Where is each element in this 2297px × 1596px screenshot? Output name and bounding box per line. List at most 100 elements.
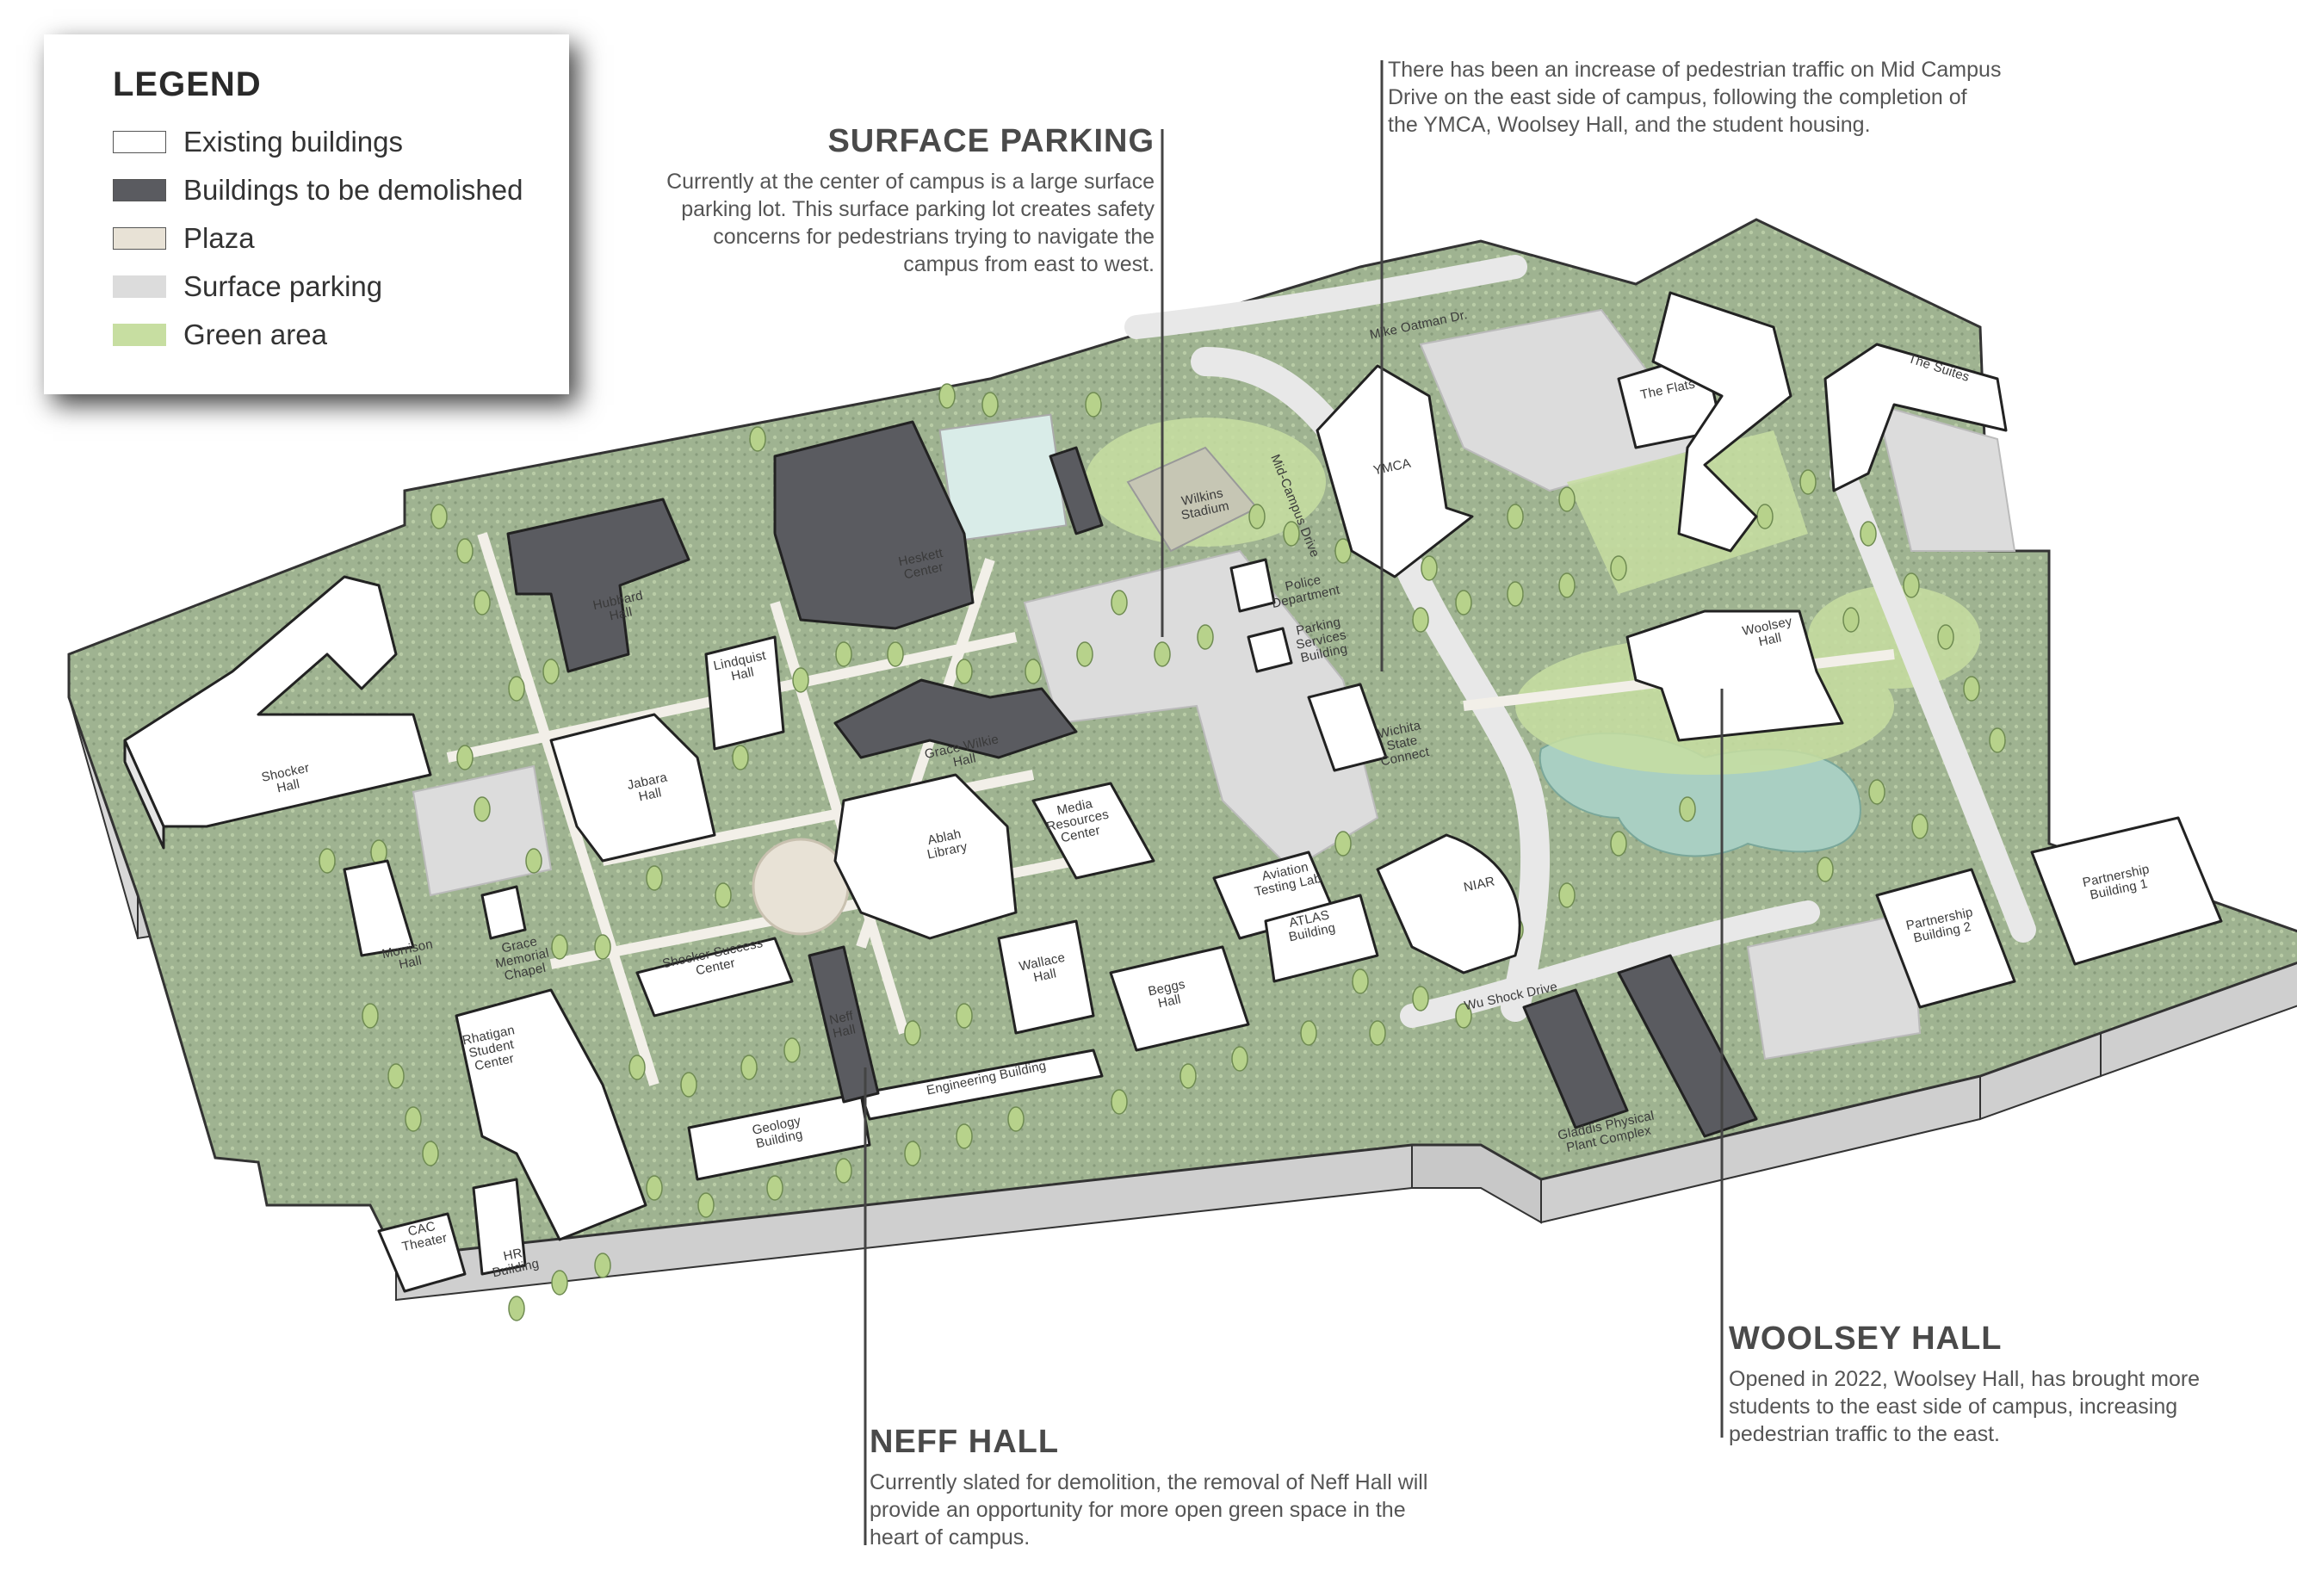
woolsey-hall [1625,609,1844,742]
tree [938,383,956,409]
tree [508,1296,525,1321]
tree [430,504,448,529]
hubbard-hall [506,498,690,673]
callout-woolsey-hall-title: WOOLSEY HALL [1729,1321,2003,1357]
atlas-building [1264,894,1379,983]
tree [740,1055,758,1080]
tree [1558,486,1576,512]
heskett-center [773,420,975,630]
tree [1007,1106,1025,1132]
tree [1085,392,1102,418]
tree [387,1063,405,1089]
tree [1507,581,1524,607]
tree [1352,968,1369,994]
tree [732,745,749,770]
tree [594,1253,611,1278]
tree [749,426,766,452]
tree [1369,1020,1386,1046]
tree [474,590,491,616]
tree [1911,813,1929,839]
tree [1231,1046,1248,1072]
legend-title: LEGEND [113,65,262,103]
tree [981,392,999,418]
tree [1025,659,1042,684]
shocker-hall [123,575,432,828]
gladdis-physical-plant [1522,988,1629,1129]
trees [319,383,2006,1321]
police-department [1229,558,1276,613]
tree [1610,555,1627,581]
tree [525,848,542,874]
tree [1989,727,2006,753]
tree [956,1003,973,1029]
tree [1903,572,1920,598]
wallace-hall [997,919,1095,1035]
tree [646,865,663,891]
wilkins-stadium-stands [1049,446,1104,535]
tree [319,848,336,874]
niar [1376,833,1521,974]
tree [1860,521,1877,547]
tree [1507,504,1524,529]
tree [594,934,611,960]
tree [1412,607,1429,633]
tree [1558,882,1576,908]
tree [1610,831,1627,857]
grace-memorial-chapel [480,885,527,940]
partnership-building-1 [2030,816,2223,966]
the-suites [1823,343,2008,492]
tree [1937,624,1954,650]
swatch-existing [113,131,166,153]
ymca [1316,364,1474,578]
tree [1842,607,1860,633]
legend: LEGEND Existing buildings Buildings to b… [44,34,569,394]
tree [1076,641,1093,667]
geology-building [687,1092,871,1181]
tree [887,641,904,667]
tree [474,796,491,822]
wichita-state-connect [1307,683,1388,772]
hr-building [472,1178,527,1276]
tree [956,1123,973,1149]
tree [362,1003,379,1029]
callout-surface-parking-body: Currently at the center of campus is a l… [666,170,1155,276]
swatch-green [113,324,166,346]
tree [405,1106,422,1132]
central-plaza [752,838,850,936]
rhatigan-student-center [455,988,647,1241]
engineering-building [859,1049,1104,1121]
surface-parking-areas [412,308,2016,1061]
legend-label: Existing buildings [183,126,403,158]
tree [1300,1020,1317,1046]
tree [1111,590,1128,616]
tree [1868,779,1885,805]
tree [904,1020,921,1046]
the-flats-tower [1651,291,1792,553]
callout-neff-hall-body: Currently slated for demolition, the rem… [870,1470,1428,1550]
legend-item-green: Green area [113,311,535,359]
tree [956,659,973,684]
tree [551,1270,568,1296]
tree [542,659,560,684]
tree [1421,555,1438,581]
legend-label: Green area [183,319,327,350]
tree [551,934,568,960]
tree [1963,676,1980,702]
tree [1756,504,1774,529]
partnership-building-2 [1875,868,2016,1009]
tree [1817,857,1834,882]
callout-neff-hall-title: NEFF HALL [870,1424,1060,1460]
tree [783,1037,801,1063]
cac-theater [377,1212,467,1293]
tree [835,641,852,667]
grace-wilkie-hall [833,678,1078,759]
tree [1455,590,1472,616]
swatch-demolish [113,179,166,201]
tree [1197,624,1214,650]
tree [904,1141,921,1166]
tree [1111,1089,1128,1115]
parking-services-building [1247,627,1293,673]
tree [628,1055,646,1080]
callout-woolsey-hall-body: Opened in 2022, Woolsey Hall, has brough… [1729,1367,2201,1446]
